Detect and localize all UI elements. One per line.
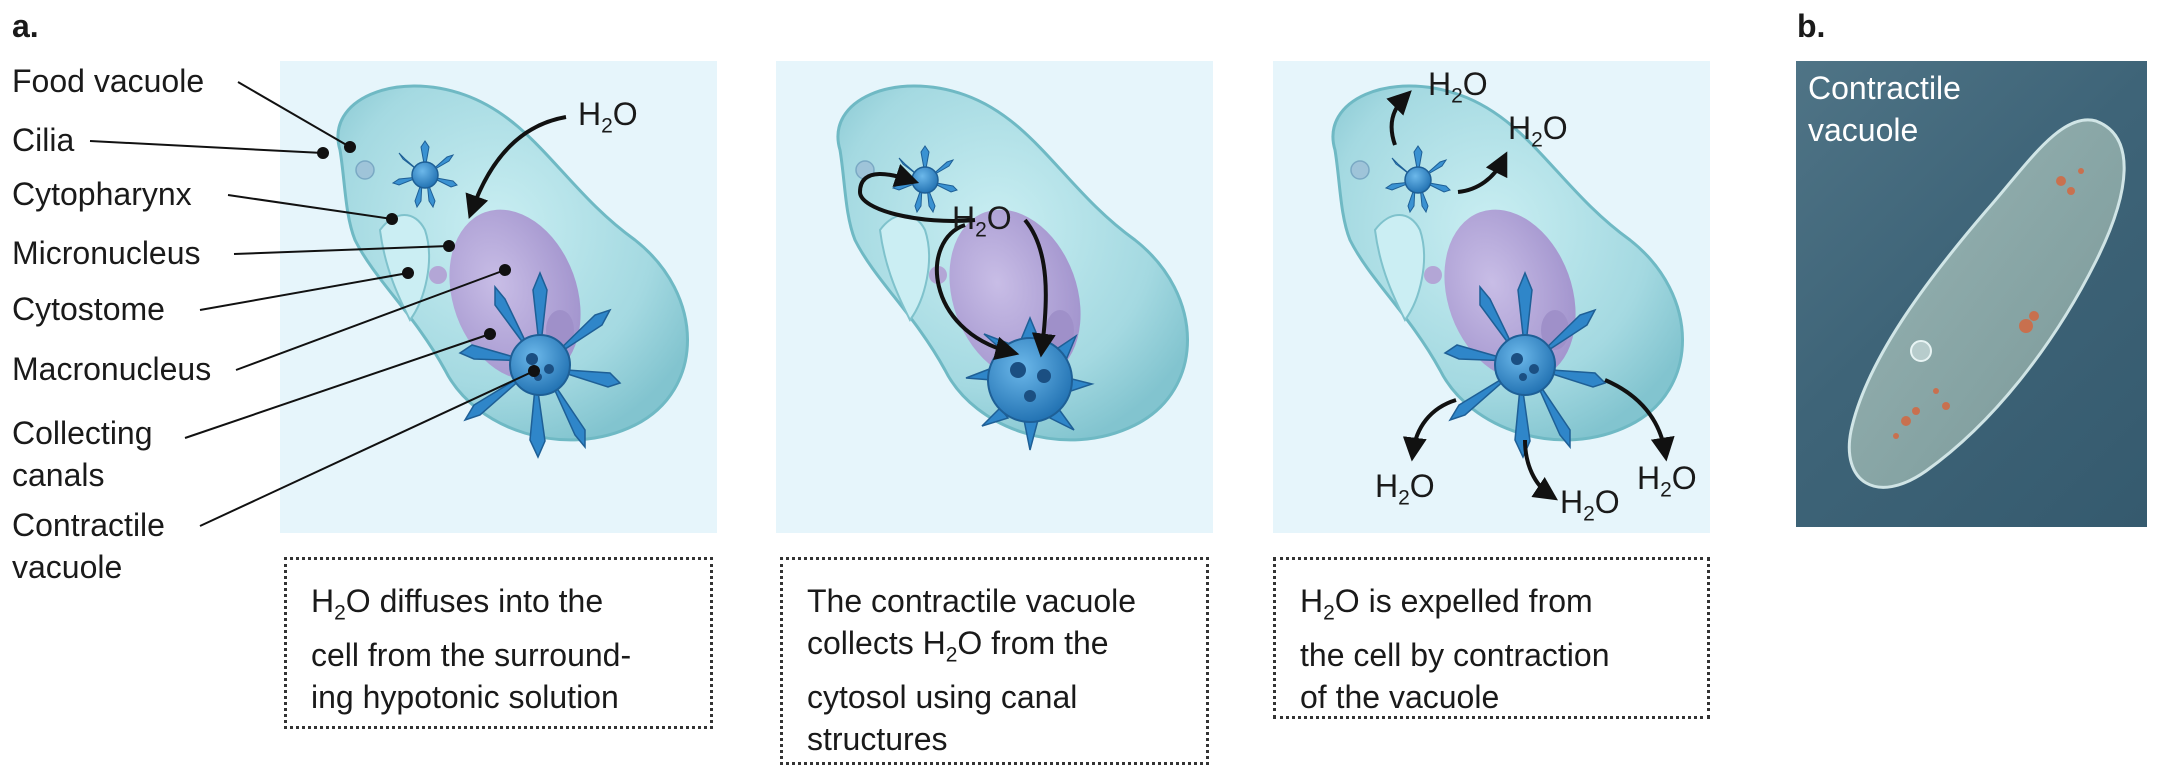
h2o-label-panel3-b: H2O [1508,110,1568,152]
caption-2-line-2b: from the [991,625,1109,661]
h2o-label-panel3-a: H2O [1428,66,1488,108]
caption-panel-1: H2O diffuses into the cell from the surr… [284,557,713,729]
paramecium-cell-2 [836,84,1189,451]
label-collecting-canals-line2: canals [12,457,105,493]
leader-lines [89,81,540,527]
photo-label-line-1: Contractile [1808,70,1961,106]
caption-h2o: H2O [922,625,983,667]
label-cytopharynx: Cytopharynx [12,176,192,212]
caption-panel-3: H2O is expelled from the cell by contrac… [1273,557,1710,719]
micrograph-cell [1847,118,2126,489]
caption-2-line-2a: collects [807,625,914,661]
photo-label-line-2: vacuole [1808,112,1919,148]
label-contractile-vacuole-line2: vacuole [12,549,123,585]
caption-panel-2: The contractile vacuole collects H2O fro… [780,557,1209,765]
h2o-label-panel2: H2O [952,200,1012,242]
label-cilia: Cilia [12,122,75,158]
caption-2-line-4: structures [807,721,948,758]
caption-h2o: H2O [311,583,371,625]
part-a-label: a. [12,8,39,44]
caption-3-line-3: of the vacuole [1300,679,1500,716]
h2o-label-panel3-c: H2O [1375,468,1435,510]
caption-2-line-1: The contractile vacuole [807,583,1137,619]
caption-3-line-1: is expelled from [1368,583,1593,619]
caption-h2o: H2O [1300,583,1360,625]
caption-1-line-2: cell from the surround- [311,637,632,674]
part-b-label: b. [1797,8,1826,44]
caption-2-line-3: cytosol using canal [807,679,1078,716]
water-flow-arrows [465,90,1675,501]
caption-3-line-2: the cell by contraction [1300,637,1610,674]
label-food-vacuole: Food vacuole [12,63,205,99]
h2o-label-panel1: H2O [578,96,638,138]
photo-label-contractile-vacuole: Contractile vacuole [1808,67,1961,151]
label-collecting-canals-line1: Collecting [12,415,153,451]
caption-1-line-1: diffuses into the [379,583,604,619]
caption-1-line-3: ing hypotonic solution [311,679,619,716]
h2o-label-panel3-e: H2O [1637,460,1697,502]
label-macronucleus: Macronucleus [12,351,212,387]
label-cytostome: Cytostome [12,291,165,327]
label-micronucleus: Micronucleus [12,235,201,271]
paramecium-micrograph: Contractile vacuole [1796,61,2147,527]
label-contractile-vacuole-line1: Contractile [12,507,165,543]
h2o-label-panel3-d: H2O [1560,484,1620,526]
